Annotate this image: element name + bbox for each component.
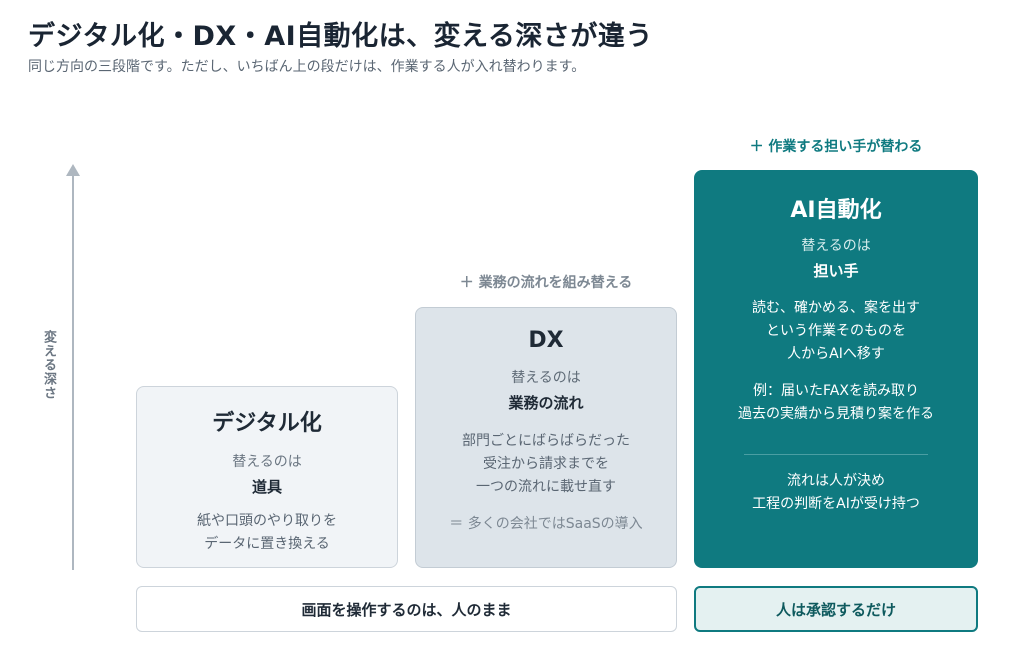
stage-description: 読む、確かめる、案を出す という作業そのものを 人からAIへ移す [694,297,978,366]
stage-replaces-value: 担い手 [813,262,859,280]
stage-saas-note: ＝ 多くの会社ではSaaSの導入 [449,516,643,532]
stage-description: 部門ごとにばらばらだった 受注から請求までを 一つの流れに載せ直す [416,430,676,499]
example-line: 過去の実績から見積り案を作る [738,406,934,422]
example-line: 例：届いたFAXを読み取り [753,383,919,399]
stage-replaces-label: 替えるのは [801,238,871,254]
stage-flow-note: 流れは人が決め 工程の判断をAIが受け持つ [694,470,978,516]
page-subtitle: 同じ方向の三段階です。ただし、いちばん上の段だけは、作業する人が入れ替わります。 [28,59,586,75]
desc-line: 読む、確かめる、案を出す [752,300,920,316]
desc-line: 人からAIへ移す [787,346,885,362]
stage-name: デジタル化 [212,411,322,436]
stage-name: DX [528,328,564,353]
axis-line [72,174,74,570]
axis-label: 変える深さ [41,330,56,400]
stage-replaces-value: 道具 [251,478,282,496]
desc-line: 一つの流れに載せ直す [476,479,616,495]
stage-replaces-label: 替えるのは [232,454,302,470]
stage-note-dx: ＋ 業務の流れを組み替える [459,275,633,291]
operator-human-bar: 画面を操作するのは、人のまま [136,586,677,632]
desc-line: データに置き換える [204,536,330,552]
divider [744,454,928,455]
stage-replaces-label: 替えるのは [511,370,581,386]
depth-axis [66,164,80,570]
human-approves-bar: 人は承認するだけ [694,586,978,632]
stage-card-dx: DX 替えるのは 業務の流れ 部門ごとにばらばらだった 受注から請求までを 一つ… [415,307,677,568]
desc-line: という作業そのものを [766,323,906,339]
desc-line: 紙や口頭のやり取りを [197,513,337,529]
page-title: デジタル化・DX・AI自動化は、変える深さが違う [28,21,653,52]
stage-replaces-value: 業務の流れ [508,394,584,412]
stage-note-ai: ＋ 作業する担い手が替わる [749,139,923,155]
desc-line: 受注から請求までを [483,456,609,472]
stage-example: 例：届いたFAXを読み取り 過去の実績から見積り案を作る [694,380,978,426]
flow-line: 流れは人が決め [787,473,885,489]
axis-arrow-up-icon [66,164,80,176]
desc-line: 部門ごとにばらばらだった [462,433,630,449]
flow-line: 工程の判断をAIが受け持つ [752,496,920,512]
stage-card-digitization: デジタル化 替えるのは 道具 紙や口頭のやり取りを データに置き換える [136,386,398,568]
stage-card-ai-automation: AI自動化 替えるのは 担い手 読む、確かめる、案を出す という作業そのものを … [694,170,978,568]
stage-name: AI自動化 [790,198,882,223]
stage-description: 紙や口頭のやり取りを データに置き換える [137,510,397,556]
